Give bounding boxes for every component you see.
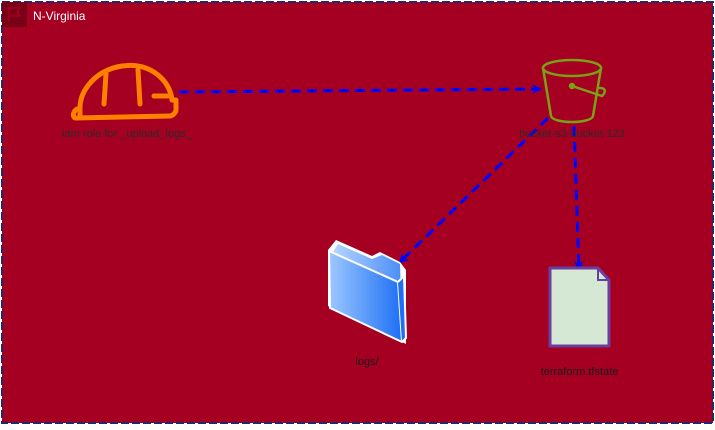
region-flag-icon — [2, 2, 27, 27]
edge-bucket-to-tfstate — [572, 125, 584, 271]
s3-bucket-label: bucket-s3-bucket-123 — [519, 128, 625, 140]
edge-bucket-to-logs — [398, 116, 550, 264]
region-label: N-Virginia — [33, 9, 86, 23]
helmet-icon[interactable] — [70, 62, 179, 121]
bucket-icon[interactable] — [541, 58, 606, 124]
edge-iam-to-bucket — [178, 84, 542, 95]
tfstate-file-label: terraform.tfstate — [540, 366, 619, 378]
iam-role-label: iam role for _upload_logs_ — [62, 128, 192, 140]
folder-icon[interactable] — [328, 240, 407, 344]
logs-folder-label: logs/ — [355, 356, 379, 368]
document-icon[interactable] — [548, 266, 611, 348]
